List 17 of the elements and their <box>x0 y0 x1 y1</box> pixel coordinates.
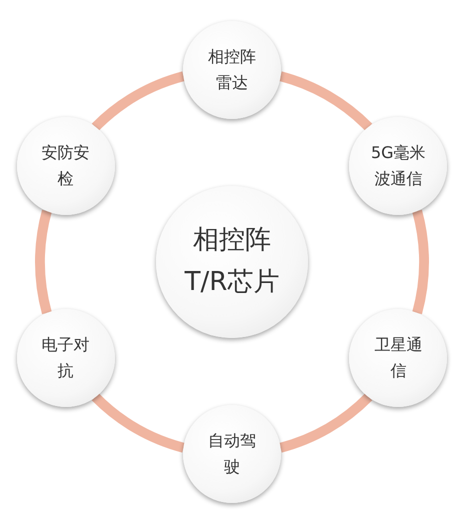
ring-connector <box>278 71 372 131</box>
node-label: 安防安检 <box>40 142 91 190</box>
node-label: 相控阵T/R芯片 <box>184 224 280 299</box>
ring-connector <box>35 210 52 314</box>
ring-connector <box>92 393 186 453</box>
ring-connector <box>412 210 429 314</box>
circle-node <box>183 21 281 119</box>
node-label: 自动驾驶 <box>207 430 257 478</box>
node-label: 电子对抗 <box>40 334 91 382</box>
node-label: 卫星通信 <box>373 334 424 382</box>
node-label: 相控阵雷达 <box>207 46 257 94</box>
circle-node <box>16 117 115 215</box>
circle-node <box>183 405 281 503</box>
ring-connector <box>278 393 372 453</box>
circle-node <box>349 117 448 215</box>
ring-connector <box>92 71 186 131</box>
node-label: 5G毫米波通信 <box>370 142 427 190</box>
